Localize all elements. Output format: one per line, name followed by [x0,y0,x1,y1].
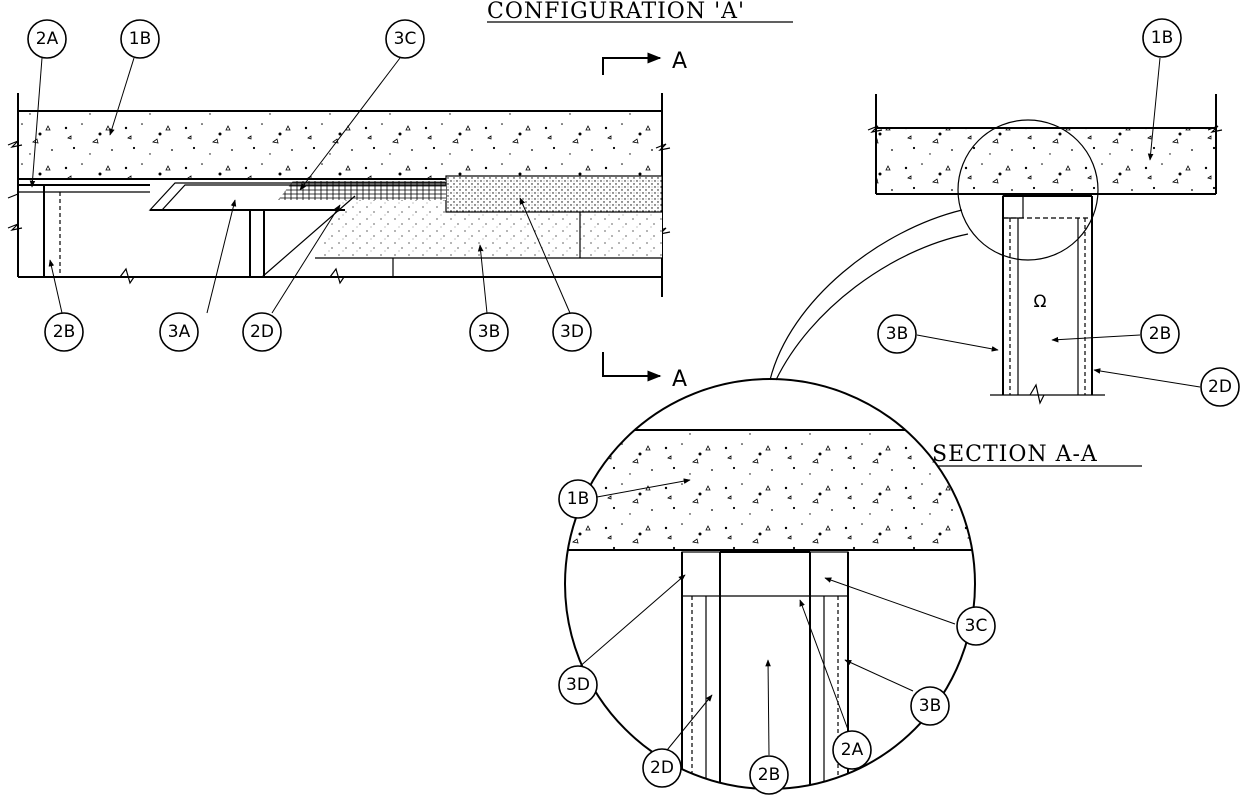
section-small-callouts: 1B 3B 2B 2D [877,18,1240,407]
svg-text:2D: 2D [250,322,274,342]
mesh-strip [278,181,446,200]
callout-3D: 3D [558,665,598,705]
callout-2B: 2B [749,755,789,795]
svg-text:3A: 3A [168,322,191,342]
callout-2D: 2D [642,748,682,788]
svg-text:1B: 1B [567,489,589,509]
svg-text:3B: 3B [919,696,941,716]
svg-text:2A: 2A [841,740,864,760]
callout-2D: 2D [242,312,282,352]
svg-text:3C: 3C [965,616,988,636]
callout-2B: 2B [1140,314,1180,354]
fill-void-sealant [446,176,662,212]
callout-2B: 2B [44,312,84,352]
concrete-slab [18,111,662,179]
callout-1B: 1B [120,19,160,59]
config-callouts: 2A 1B 3C 2B 3A 2D 3B 3D [27,19,592,352]
svg-text:1B: 1B [1151,28,1173,48]
svg-text:2B: 2B [53,322,75,342]
configuration-elevation: A A [7,49,687,392]
svg-text:3D: 3D [560,322,584,342]
callout-3C: 3C [956,606,996,646]
callout-2A: 2A [832,730,872,770]
callout-3A: 3A [159,312,199,352]
detail-connector-line [769,209,963,381]
callout-3B: 3B [469,312,509,352]
svg-text:2D: 2D [650,758,674,778]
section-mark-top: A [672,49,687,74]
callout-2D: 2D [1200,367,1240,407]
svg-text:3D: 3D [566,675,590,695]
enlarged-detail [564,378,976,790]
svg-text:2A: 2A [36,29,59,49]
callout-1B: 1B [1142,18,1182,58]
callout-3C: 3C [385,19,425,59]
detail-connector-line-2 [775,233,969,381]
config-leaders [29,57,571,314]
configuration-heading: CONFIGURATION 'A' [487,0,745,24]
enlarged-leaders [577,478,956,756]
svg-text:3C: 3C [394,29,417,49]
callout-3B: 3B [910,686,950,726]
callout-1B: 1B [558,479,598,519]
svg-text:1B: 1B [129,29,151,49]
svg-text:3B: 3B [478,322,500,342]
svg-text:2D: 2D [1208,377,1232,397]
enlarged-callouts: 1B 3C 3D 3B 2D 2B 2A [558,479,996,795]
section-small-leaders [916,57,1201,388]
section-small: Ω [867,94,1223,405]
section-heading: SECTION A-A [932,442,1098,467]
callout-2A: 2A [27,19,67,59]
svg-text:2B: 2B [1149,324,1171,344]
callout-3B: 3B [877,314,917,354]
svg-text:3B: 3B [886,324,908,344]
callout-3D: 3D [552,312,592,352]
dimension-label: Ω [1034,292,1047,312]
section-mark-bottom: A [672,367,687,392]
svg-text:2B: 2B [758,765,780,785]
